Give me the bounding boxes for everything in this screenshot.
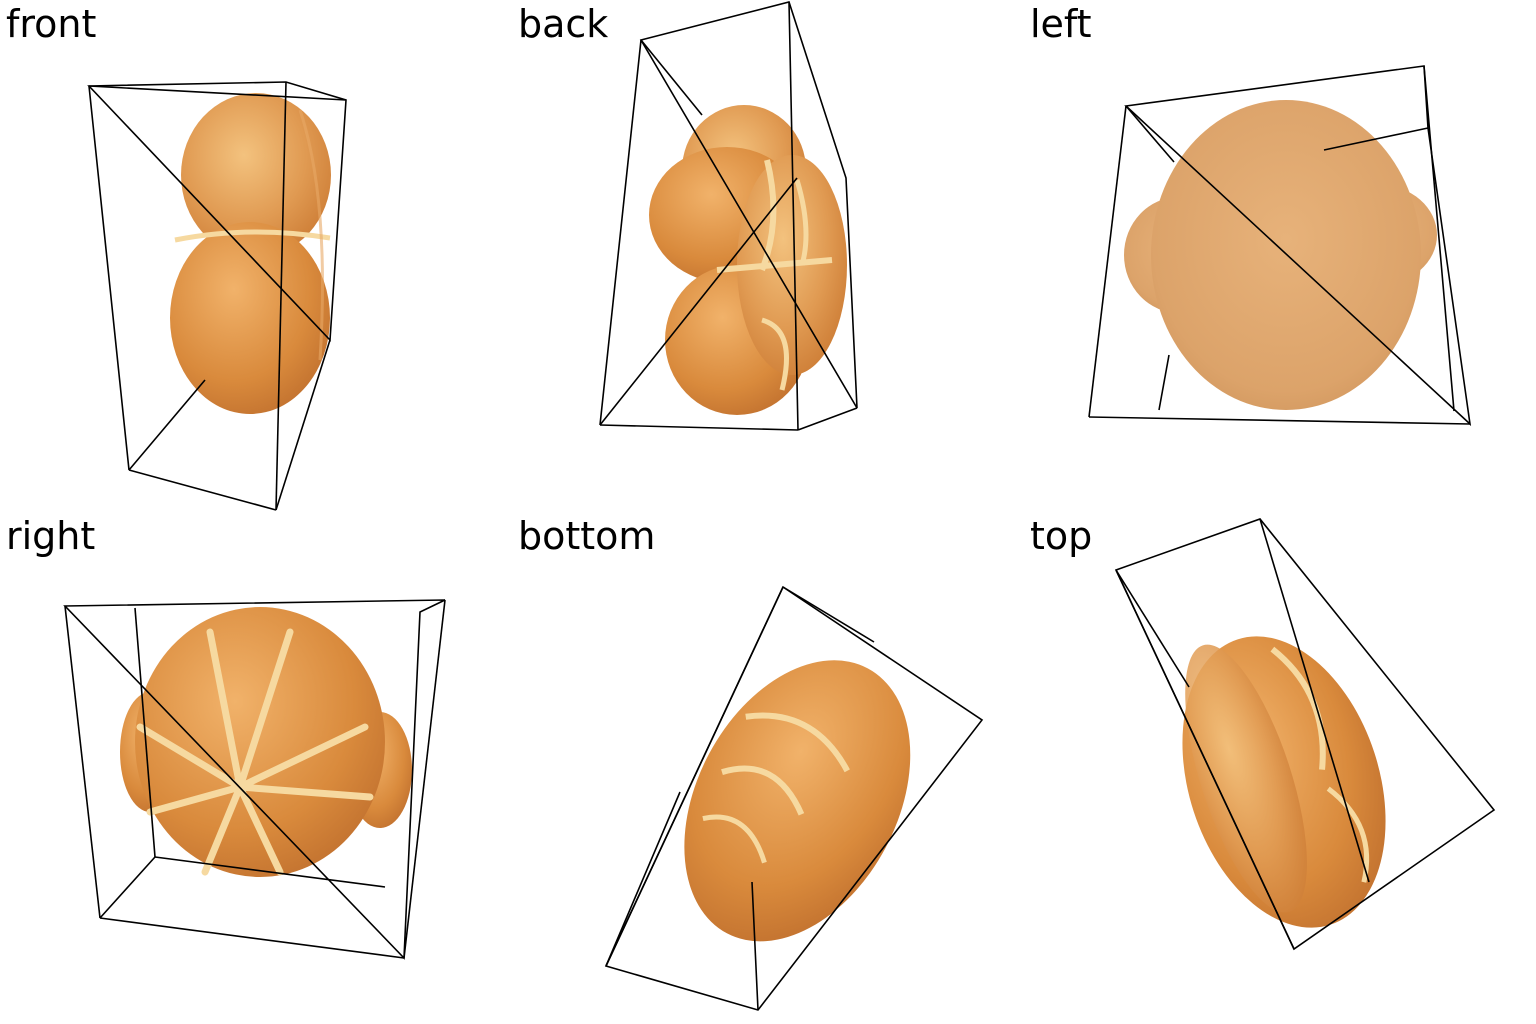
bounding-box-back	[599, 1, 858, 431]
bread-roll-front	[170, 93, 331, 414]
view-label-front: front	[6, 2, 97, 46]
panel-top: top	[1024, 512, 1536, 1024]
panel-left: left	[1024, 0, 1536, 512]
view-label-top: top	[1030, 514, 1093, 558]
panel-bottom: bottom	[512, 512, 1024, 1024]
bread-roll-top	[1182, 636, 1386, 928]
bounding-box-bottom	[604, 585, 984, 1011]
bounding-box-front	[87, 81, 347, 511]
bread-roll-left	[1124, 100, 1437, 410]
bread-roll-back	[649, 105, 847, 415]
bread-roll-right	[120, 607, 412, 877]
view-label-right: right	[6, 514, 96, 558]
view-label-back: back	[518, 2, 609, 46]
bounding-box-left	[1088, 65, 1472, 427]
panel-right: right	[0, 512, 512, 1024]
back-render	[599, 1, 858, 431]
right-render	[63, 599, 446, 960]
bread-roll-bottom	[684, 660, 911, 942]
view-label-bottom: bottom	[518, 514, 656, 558]
bottom-render	[604, 585, 984, 1011]
bounding-box-right	[63, 599, 446, 960]
panel-front: front	[0, 0, 512, 512]
top-render	[1114, 518, 1496, 951]
front-render	[87, 81, 347, 511]
panel-back: back	[512, 0, 1024, 512]
bounding-box-top	[1114, 518, 1496, 951]
left-render	[1088, 65, 1472, 427]
view-label-left: left	[1030, 2, 1092, 46]
